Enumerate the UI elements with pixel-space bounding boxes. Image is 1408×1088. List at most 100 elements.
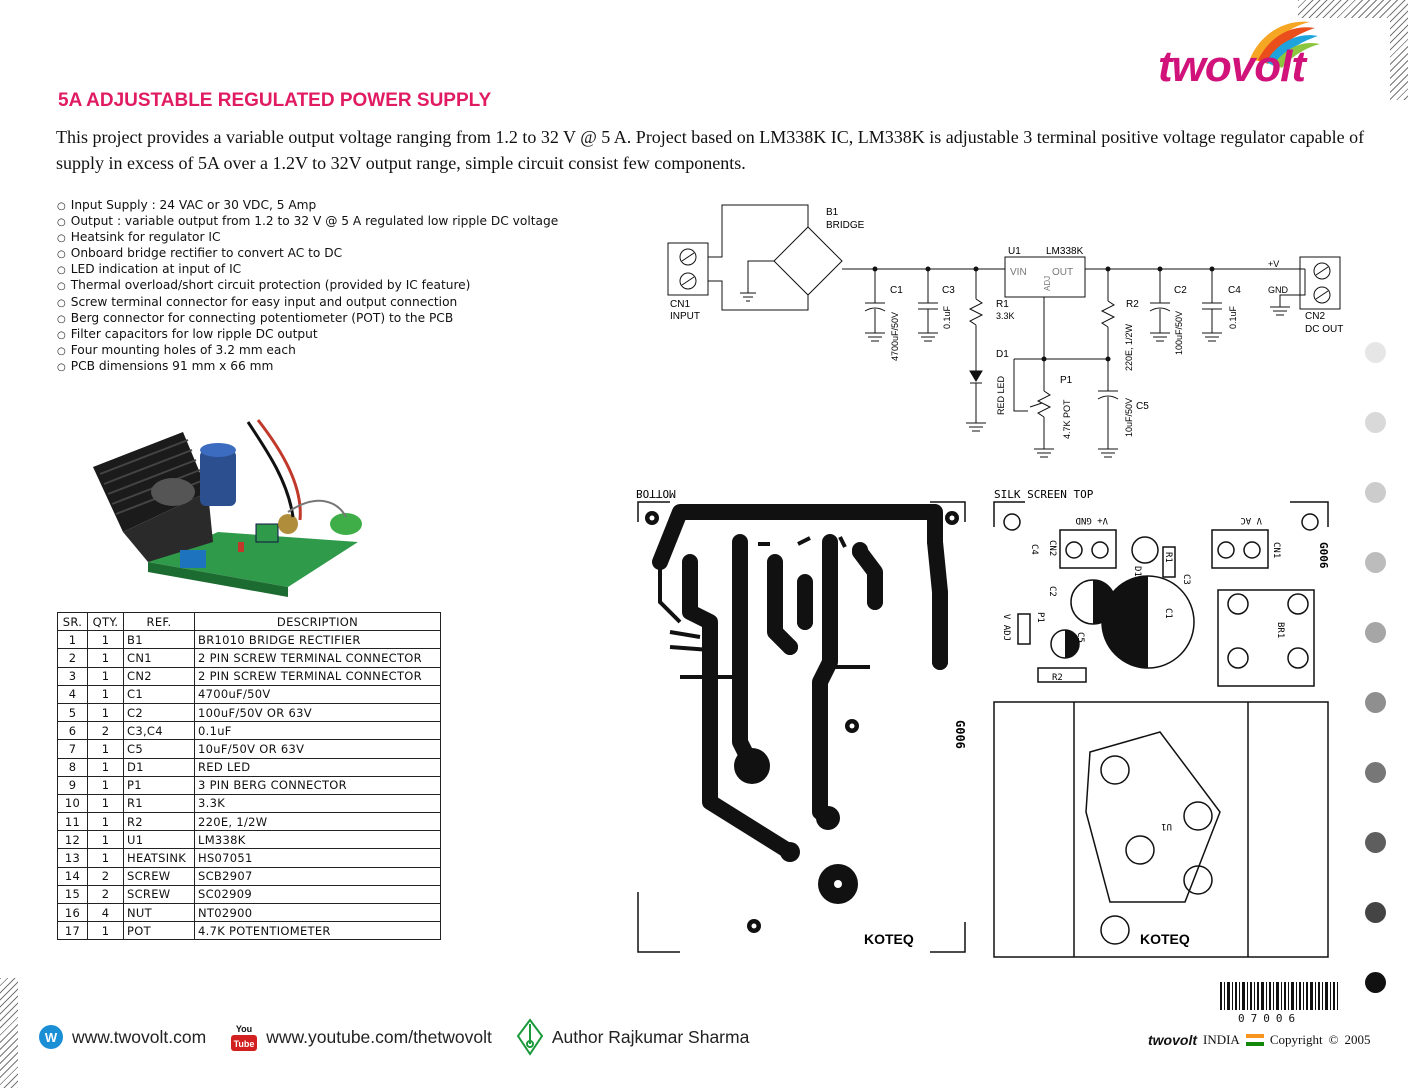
silk-vplus-gnd: V+ GND <box>1075 515 1108 525</box>
barcode-number: 07006 <box>1238 1012 1302 1025</box>
schem-c2: C2 <box>1174 285 1187 296</box>
cell-description: RED LED <box>194 757 441 777</box>
schem-c3-val: 0.1uF <box>942 305 952 329</box>
logo-text: twovolt <box>1158 42 1306 91</box>
circuit-schematic: B1 BRIDGE U1 LM338K VIN OUT ADJ CN1 INPU… <box>667 204 1343 458</box>
cell-qty: 1 <box>87 848 124 868</box>
cell-qty: 1 <box>87 921 124 941</box>
youtube-link[interactable]: www.youtube.com/thetwovolt <box>266 1026 492 1047</box>
cell-sr: 5 <box>57 702 88 723</box>
cell-description: 4700uF/50V <box>194 684 441 704</box>
cell-qty: 4 <box>87 902 124 923</box>
copyright-year: 2005 <box>1344 1032 1371 1047</box>
cell-sr: 2 <box>57 648 88 668</box>
feature-item: LED indication at input of IC <box>57 262 558 278</box>
author-credit: Author Rajkumar Sharma <box>551 1026 750 1047</box>
cell-description: 3.3K <box>194 793 441 814</box>
cell-ref: D1 <box>123 757 195 777</box>
schem-u1: U1 <box>1008 246 1021 257</box>
youtube-icon-bottom: Tube <box>234 1039 255 1049</box>
twovolt-logo: twovolt <box>1150 14 1380 94</box>
feature-item: Onboard bridge rectifier to convert AC t… <box>57 246 558 262</box>
page-title: 5A ADJUSTABLE REGULATED POWER SUPPLY <box>58 90 492 111</box>
silk-br1: BR1 <box>1275 622 1285 638</box>
globe-icon: W <box>39 1025 63 1049</box>
copyright-symbol: © <box>1328 1032 1339 1047</box>
schem-r1: R1 <box>996 299 1009 310</box>
schem-c2-val: 100uF/50V <box>1174 311 1184 355</box>
schem-out: OUT <box>1052 267 1073 278</box>
india-flag-icon <box>1245 1034 1264 1046</box>
silk-title: SILK SCREEN TOP <box>994 488 1094 501</box>
side-dot <box>1365 482 1386 503</box>
cell-qty: 1 <box>87 684 124 704</box>
cell-ref: CN1 <box>123 648 195 668</box>
schem-dcout: DC OUT <box>1305 324 1343 335</box>
cell-sr: 7 <box>57 739 88 759</box>
schem-adj: ADJ <box>1043 276 1052 291</box>
cell-description: 2 PIN SCREW TERMINAL CONNECTOR <box>194 666 441 686</box>
cell-description: 10uF/50V OR 63V <box>194 739 441 759</box>
schem-c1: C1 <box>890 285 903 296</box>
website-link[interactable]: www.twovolt.com <box>72 1026 207 1047</box>
copyright-brand: twovolt <box>1148 1032 1197 1048</box>
cell-sr: 6 <box>57 721 88 741</box>
schem-c3: C3 <box>942 285 955 296</box>
pcb-code: G006 <box>953 720 967 749</box>
feature-item: Thermal overload/short circuit protectio… <box>57 278 558 294</box>
cell-qty: 1 <box>87 812 124 832</box>
cell-description: LM338K <box>194 830 441 850</box>
cell-description: SCB2907 <box>194 866 441 886</box>
feature-list: Input Supply : 24 VAC or 30 VDC, 5 Amp O… <box>57 198 558 375</box>
copyright-country: INDIA <box>1203 1032 1240 1047</box>
cell-ref: SCREW <box>123 884 195 905</box>
side-dot <box>1365 762 1386 783</box>
side-dot <box>1365 972 1386 993</box>
side-dot <box>1365 622 1386 643</box>
table-header-row: SR. QTY. REF. DESCRIPTION <box>57 611 441 632</box>
cell-sr: 8 <box>57 757 88 777</box>
feature-item: Input Supply : 24 VAC or 30 VDC, 5 Amp <box>57 198 558 214</box>
schem-vplus: +V <box>1268 259 1279 269</box>
cell-sr: 14 <box>57 866 88 886</box>
cell-qty: 1 <box>87 648 124 668</box>
cell-qty: 2 <box>87 884 124 905</box>
cell-ref: SCREW <box>123 866 195 886</box>
header-sr: SR. <box>57 611 88 632</box>
side-dot <box>1365 832 1386 853</box>
schem-c4: C4 <box>1228 285 1241 296</box>
cell-ref: B1 <box>123 630 195 650</box>
cell-description: NT02900 <box>194 902 441 923</box>
cell-sr: 11 <box>57 812 88 832</box>
schem-b1: B1 <box>826 207 839 218</box>
schem-cn1: CN1 <box>670 299 690 310</box>
schem-gnd: GND <box>1268 285 1289 295</box>
side-dot-column <box>1365 342 1386 1042</box>
cell-ref: NUT <box>123 902 195 923</box>
silk-r1: R1 <box>1163 552 1173 563</box>
feature-item: Heatsink for regulator IC <box>57 230 558 246</box>
schem-r1-val: 3.3K <box>996 311 1015 321</box>
silk-d1: D1 <box>1132 566 1142 577</box>
pen-nib-icon <box>516 1018 544 1056</box>
feature-item: PCB dimensions 91 mm x 66 mm <box>57 359 558 375</box>
schem-c5-val: 10uF/50V <box>1124 398 1134 437</box>
schem-d1: D1 <box>996 349 1009 360</box>
silk-vadj: V ADJ <box>1001 614 1011 641</box>
corner-hatch-top <box>1298 0 1408 18</box>
cell-sr: 1 <box>57 630 88 650</box>
cell-ref: C3,C4 <box>123 721 195 741</box>
cell-qty: 1 <box>87 757 124 777</box>
schem-d1-val: RED LED <box>996 375 1006 415</box>
schem-vin: VIN <box>1010 267 1027 278</box>
youtube-icon: You Tube <box>231 1024 258 1051</box>
side-dot <box>1365 412 1386 433</box>
